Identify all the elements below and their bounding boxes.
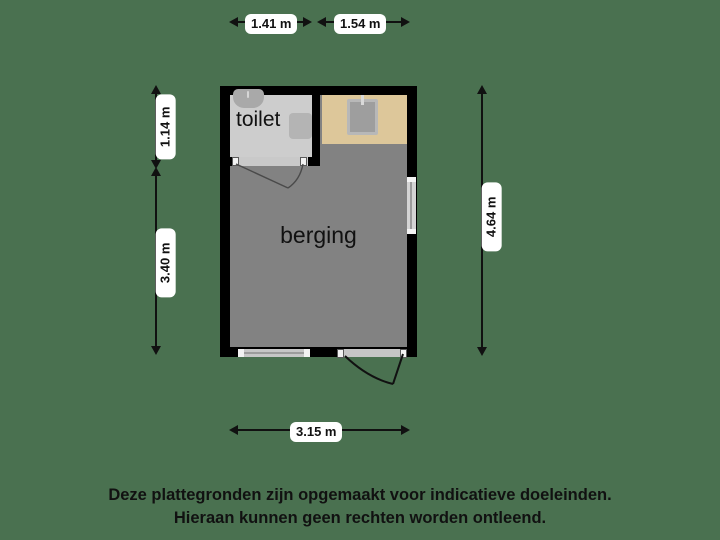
dimension-label-right: 4.64 m <box>481 182 502 252</box>
counter-sink-icon <box>347 99 378 135</box>
door-hinge-icon <box>232 157 239 166</box>
door-hinge-icon <box>337 349 344 358</box>
arrow-right-icon <box>401 17 410 27</box>
right-wall-window <box>407 177 416 234</box>
door-hinge-icon <box>400 349 407 358</box>
dimension-label-top-right: 1.54 m <box>334 14 387 34</box>
entrance-door-opening <box>337 349 407 357</box>
toilet-door-opening <box>232 157 308 166</box>
bottom-wall-window <box>238 349 310 357</box>
door-hinge-icon <box>300 157 307 166</box>
arrow-up-icon <box>477 85 487 94</box>
dimension-label-bottom: 3.15 m <box>290 422 343 442</box>
arrow-down-icon <box>477 347 487 356</box>
toilet-fixture-icon <box>289 113 312 139</box>
sink-icon <box>233 89 264 108</box>
arrow-right-icon <box>401 425 410 435</box>
dimension-label-left-lower: 3.40 m <box>155 228 176 298</box>
arrow-left-icon <box>229 17 238 27</box>
room-label-toilet: toilet <box>236 108 281 131</box>
arrow-down-icon <box>151 160 161 169</box>
dimension-label-left-upper: 1.14 m <box>155 94 176 160</box>
arrow-left-icon <box>229 425 238 435</box>
arrow-up-icon <box>151 85 161 94</box>
room-label-berging: berging <box>280 222 357 248</box>
disclaimer-line-1: Deze plattegronden zijn opgemaakt voor i… <box>108 486 612 504</box>
disclaimer-text: Deze plattegronden zijn opgemaakt voor i… <box>0 484 720 531</box>
arrow-down-icon <box>151 346 161 355</box>
arrow-left-icon <box>317 17 326 27</box>
faucet-icon <box>361 95 364 105</box>
arrow-up-icon <box>151 167 161 176</box>
disclaimer-line-2: Hieraan kunnen geen rechten worden ontle… <box>173 509 547 528</box>
arrow-right-icon <box>303 17 312 27</box>
dimension-label-top-left: 1.41 m <box>245 14 298 34</box>
